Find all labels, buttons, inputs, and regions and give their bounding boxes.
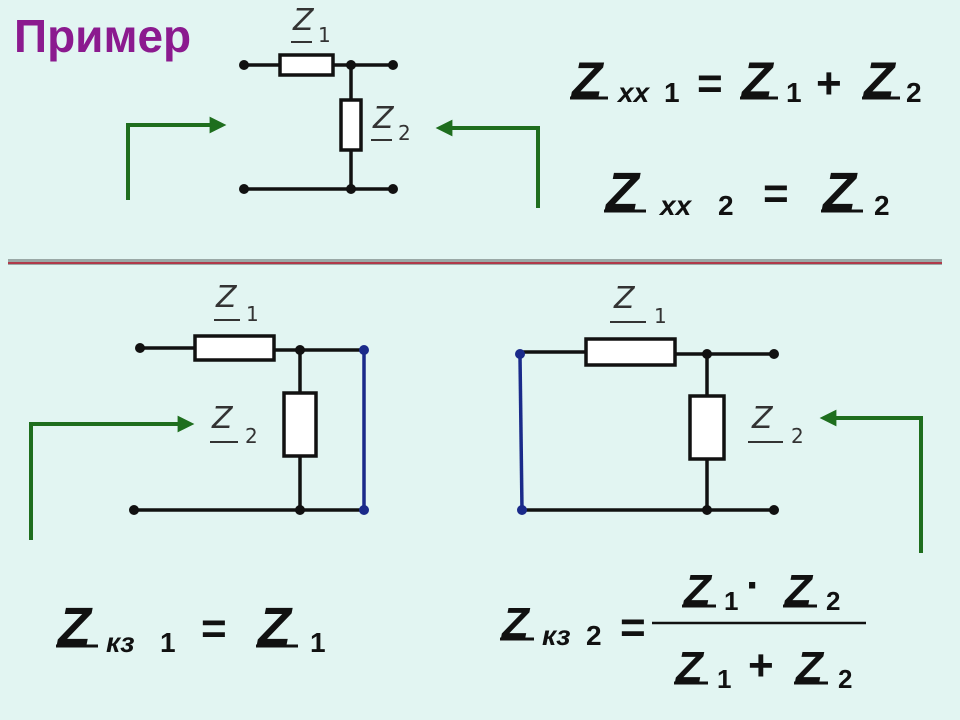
circuit-bottom-left-nodes bbox=[129, 343, 305, 515]
label-z2-top: Z 2 bbox=[371, 101, 411, 145]
svg-text:Z: Z bbox=[751, 401, 774, 436]
fraction-numerator: Z 1 · Z 2 bbox=[682, 561, 840, 616]
slide-title: Пример bbox=[14, 10, 191, 62]
formula-zkz2: Z кз 2 = Z 1 · Z 2 Z 1 + Z 2 bbox=[500, 561, 866, 694]
short-circuit-nodes-right bbox=[515, 349, 527, 515]
svg-text:Z: Z bbox=[794, 643, 825, 692]
svg-text:·: · bbox=[746, 561, 761, 610]
svg-text:1: 1 bbox=[246, 302, 259, 326]
svg-text:1: 1 bbox=[318, 23, 331, 47]
arrow-output-top bbox=[435, 119, 540, 208]
svg-text:кз: кз bbox=[106, 627, 134, 658]
svg-text:2: 2 bbox=[874, 190, 890, 221]
svg-text:Z: Z bbox=[682, 566, 713, 615]
svg-text:2: 2 bbox=[245, 424, 258, 448]
section-divider bbox=[8, 259, 942, 265]
short-circuit-nodes-left bbox=[359, 345, 369, 515]
svg-text:Z: Z bbox=[211, 401, 234, 436]
svg-text:+: + bbox=[816, 59, 842, 108]
svg-text:Z: Z bbox=[821, 162, 858, 222]
svg-text:1: 1 bbox=[160, 627, 176, 658]
svg-text:xx: xx bbox=[658, 190, 693, 221]
label-z2-bottom-right: Z 2 bbox=[748, 401, 804, 448]
svg-text:2: 2 bbox=[586, 620, 602, 651]
svg-text:1: 1 bbox=[310, 627, 326, 658]
svg-text:=: = bbox=[620, 603, 646, 652]
label-z2-bottom-left: Z 2 bbox=[210, 401, 258, 448]
formula-zxx1: Z xx 1 = Z 1 + Z 2 bbox=[570, 52, 922, 108]
label-z1-bottom-left: Z 1 bbox=[214, 280, 259, 326]
svg-text:1: 1 bbox=[664, 77, 680, 108]
svg-text:Z: Z bbox=[674, 643, 705, 692]
svg-text:Z: Z bbox=[500, 599, 531, 648]
arrow-input-top bbox=[126, 116, 227, 200]
svg-text:Z: Z bbox=[783, 566, 814, 615]
label-z1-top: Z 1 bbox=[291, 3, 331, 47]
svg-text:Z: Z bbox=[256, 597, 293, 657]
svg-text:2: 2 bbox=[791, 424, 804, 448]
svg-text:1: 1 bbox=[786, 77, 802, 108]
circuit-bottom-left bbox=[134, 334, 364, 512]
svg-text:Z: Z bbox=[862, 52, 897, 108]
svg-text:Z: Z bbox=[215, 280, 238, 315]
svg-text:2: 2 bbox=[718, 190, 734, 221]
svg-text:=: = bbox=[697, 59, 723, 108]
svg-text:=: = bbox=[763, 169, 789, 218]
svg-text:Z: Z bbox=[56, 597, 93, 657]
arrow-output-bottom-right bbox=[819, 409, 923, 553]
short-circuit-wire-right bbox=[518, 355, 524, 511]
fraction-denominator: Z 1 + Z 2 bbox=[674, 641, 852, 694]
formula-zxx2: Z xx 2 = Z 2 bbox=[604, 162, 890, 222]
circuit-bottom-right bbox=[520, 337, 774, 512]
svg-text:=: = bbox=[201, 604, 227, 653]
svg-text:Z: Z bbox=[740, 52, 775, 108]
svg-text:Z: Z bbox=[604, 162, 641, 222]
label-z1-bottom-right: Z 1 bbox=[610, 281, 667, 328]
svg-text:кз: кз bbox=[542, 620, 570, 651]
circuit-bottom-right-nodes bbox=[702, 349, 779, 515]
svg-text:2: 2 bbox=[826, 586, 840, 616]
svg-text:1: 1 bbox=[724, 586, 738, 616]
svg-text:Z: Z bbox=[613, 281, 636, 316]
circuit-top-nodes bbox=[239, 60, 398, 194]
formula-zkz1: Z кз 1 = Z 1 bbox=[56, 597, 326, 658]
svg-text:Z: Z bbox=[570, 52, 605, 108]
svg-text:1: 1 bbox=[654, 304, 667, 328]
svg-text:+: + bbox=[748, 641, 774, 690]
svg-text:2: 2 bbox=[838, 664, 852, 694]
svg-text:xx: xx bbox=[616, 77, 651, 108]
svg-text:Z: Z bbox=[372, 101, 395, 136]
arrow-input-bottom-left bbox=[29, 415, 195, 540]
svg-text:2: 2 bbox=[906, 77, 922, 108]
svg-text:Z: Z bbox=[292, 3, 315, 38]
circuit-top bbox=[244, 53, 393, 191]
svg-text:2: 2 bbox=[398, 121, 411, 145]
svg-text:1: 1 bbox=[717, 664, 731, 694]
